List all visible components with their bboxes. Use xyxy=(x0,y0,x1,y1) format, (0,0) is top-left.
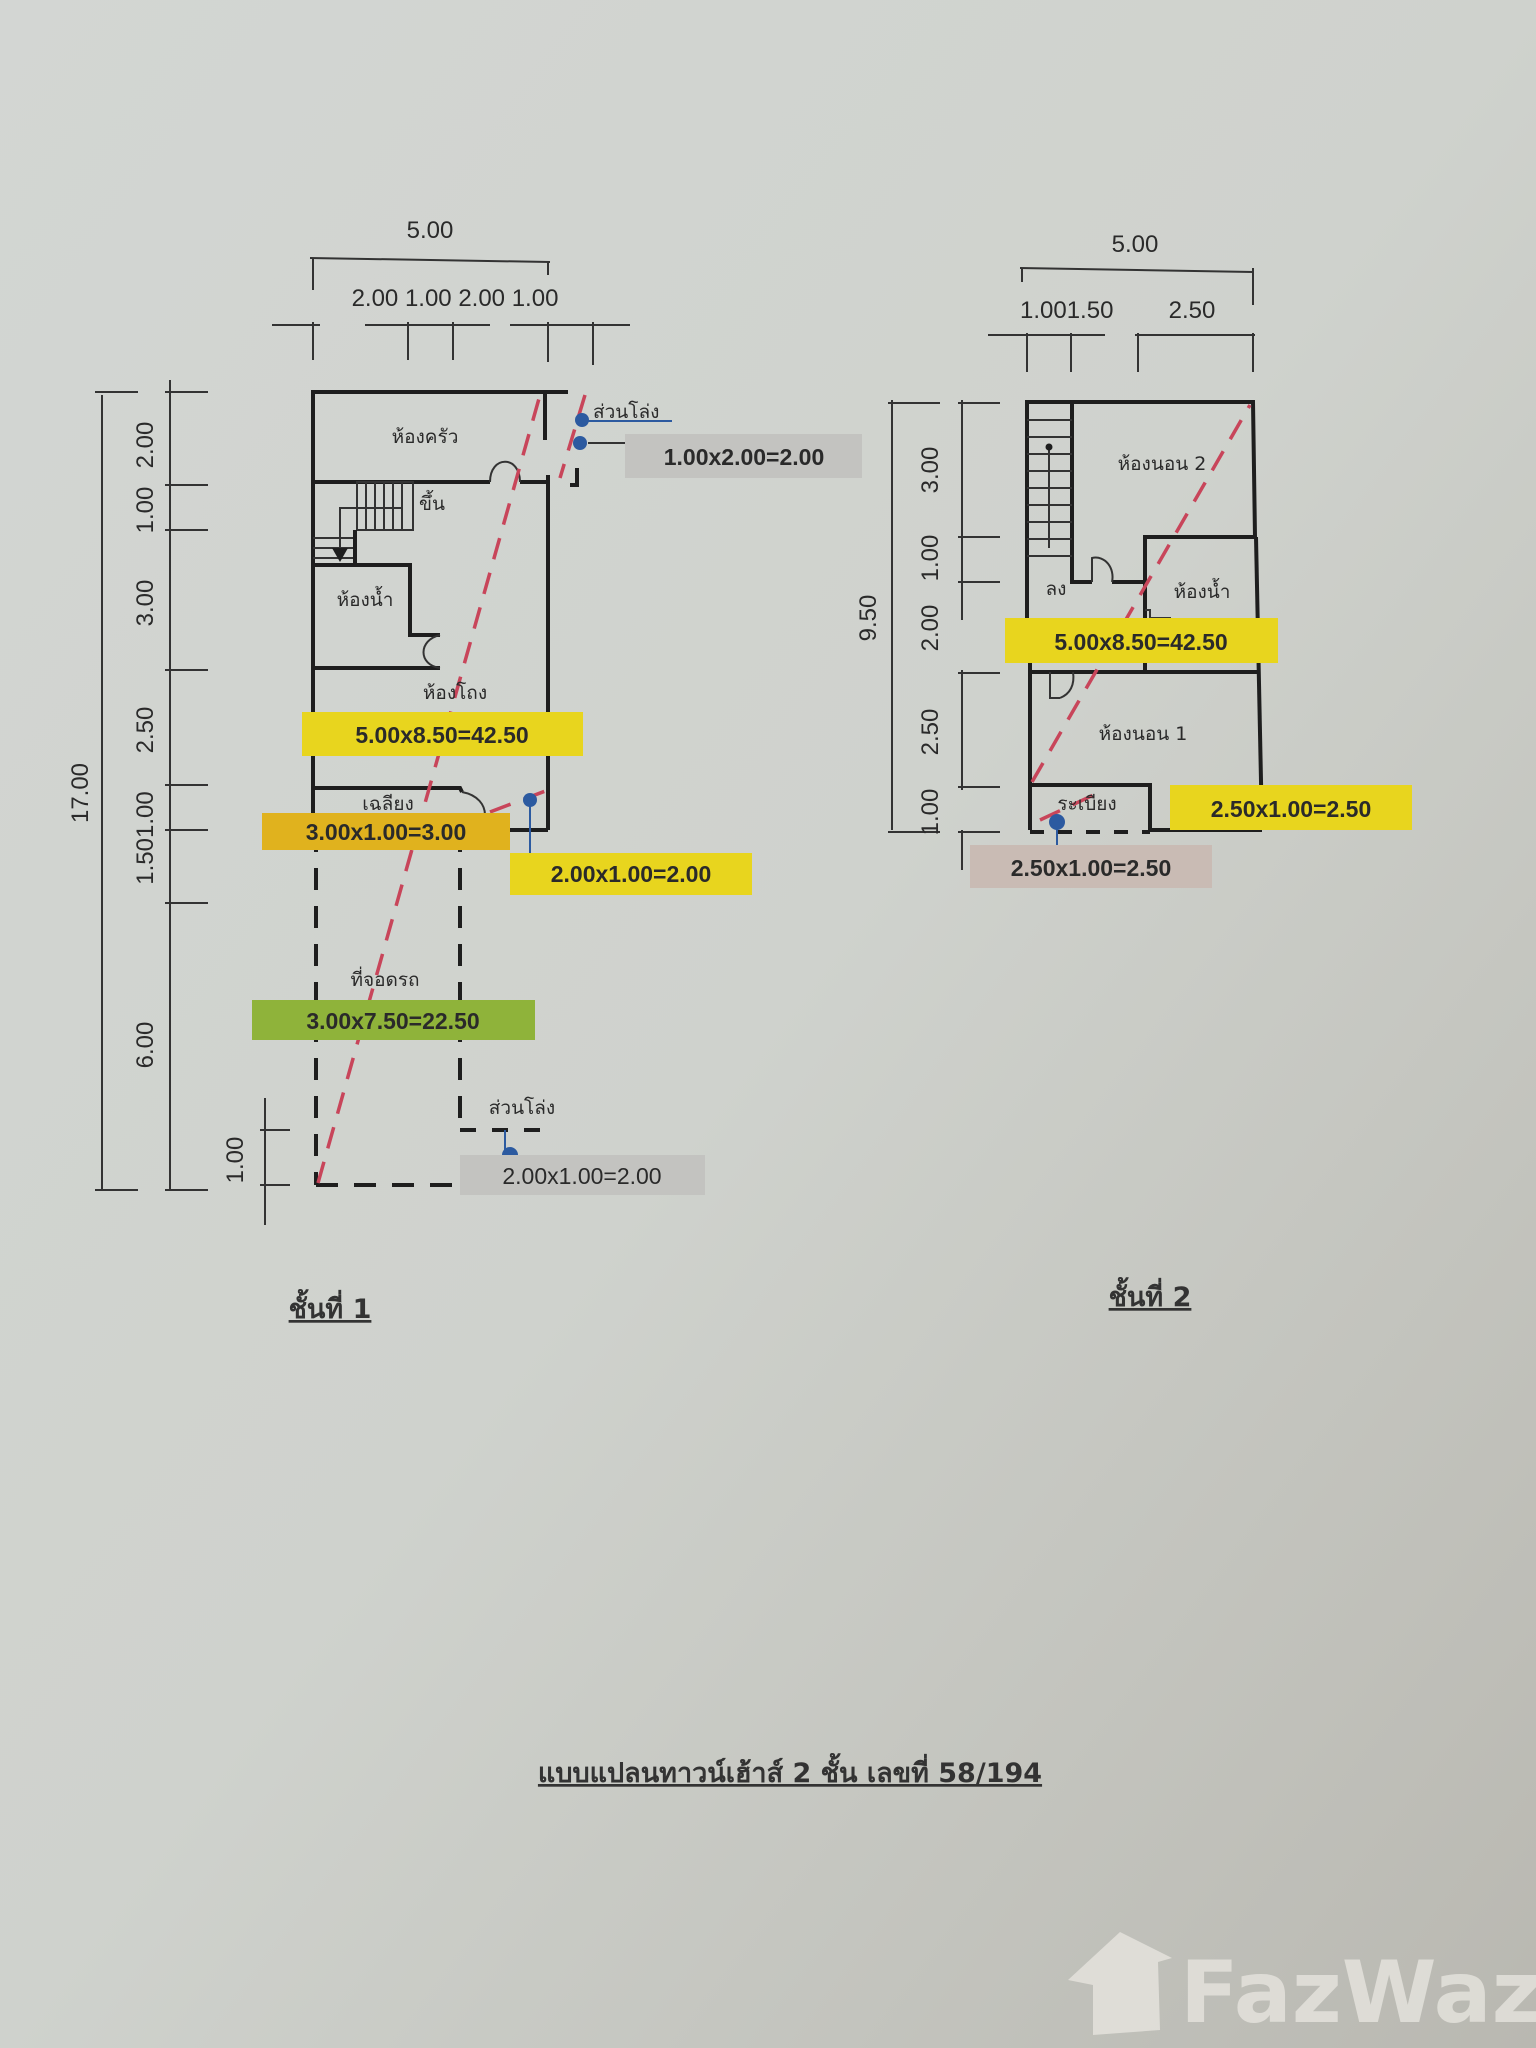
floor1-plan: 5.00 2.00 1.00 2.00 1.00 17.00 xyxy=(67,217,862,1325)
fazwaz-watermark: FazWaz xyxy=(1068,1932,1536,2043)
floor1-marker-open-top xyxy=(575,413,589,427)
floor1-open-space-bottom: ส่วนโล่ง xyxy=(489,1096,555,1119)
floor1-stairs-up-label: ขึ้น xyxy=(419,490,445,515)
floor2-stairs xyxy=(1027,419,1072,557)
floor1-left-dimensions: 17.00 2.00 1.00 3.00 2.50 1.501.00 6.00 … xyxy=(67,380,290,1225)
svg-text:2.00x1.00=2.00: 2.00x1.00=2.00 xyxy=(551,861,712,887)
svg-text:3.00x1.00=3.00: 3.00x1.00=3.00 xyxy=(306,819,467,845)
floor1-area-side: 2.00x1.00=2.00 xyxy=(510,853,752,895)
floor1-top-dimensions: 5.00 2.00 1.00 2.00 1.00 xyxy=(272,217,630,365)
floor2-plan: 5.00 1.001.50 2.50 9.50 xyxy=(855,231,1412,1313)
floor1-area-porch: 3.00x1.00=3.00 xyxy=(262,813,510,850)
floor1-dim-total-width: 5.00 xyxy=(407,217,454,244)
floor2-dim-seg-5: 1.00 xyxy=(917,789,944,836)
floor1-area-open-top: 1.00x2.00=2.00 xyxy=(625,434,862,478)
floor1-area-parking: 3.00x7.50=22.50 xyxy=(252,1000,535,1040)
floor1-side-diagonal-dash xyxy=(558,394,587,479)
floor1-area-open-bottom: 2.00x1.00=2.00 xyxy=(460,1155,705,1195)
floor2-room-bedroom1: ห้องนอน 1 xyxy=(1099,723,1188,745)
floor1-room-bathroom: ห้องน้ำ xyxy=(337,586,394,611)
floor2-dim-seg-2: 1.00 xyxy=(917,535,944,582)
floor1-room-parking: ที่จอดรถ xyxy=(350,966,419,991)
floor1-title: ชั้นที่ 1 xyxy=(289,1288,372,1325)
floor2-area-main: 5.00x8.50=42.50 xyxy=(1005,618,1278,663)
floor1-diagonal-dash xyxy=(316,394,542,1184)
floor2-dim-total-length: 9.50 xyxy=(855,595,882,642)
floor1-dim-seg-6: 6.00 xyxy=(132,1022,159,1069)
svg-text:1.00x2.00=2.00: 1.00x2.00=2.00 xyxy=(664,444,825,470)
floor2-walls xyxy=(1025,400,1264,834)
floor1-walls xyxy=(311,390,579,832)
floor1-dim-seg-1: 2.00 xyxy=(132,422,159,469)
floor2-dim-seg-1: 3.00 xyxy=(917,447,944,494)
floor2-dim-seg-b: 2.50 xyxy=(1169,297,1216,324)
floor2-diagonal-dash xyxy=(1030,404,1252,783)
floor2-room-balcony: ระเบียง xyxy=(1057,793,1116,815)
floor2-title: ชั้นที่ 2 xyxy=(1109,1276,1192,1313)
svg-text:2.00x1.00=2.00: 2.00x1.00=2.00 xyxy=(502,1163,661,1189)
floor1-room-porch: เฉลียง xyxy=(362,793,414,815)
watermark-text: FazWaz xyxy=(1180,1943,1536,2043)
document-title: แบบแปลนทาวน์เฮ้าส์ 2 ชั้น เลขที่ 58/194 xyxy=(538,1752,1042,1789)
floor2-dim-seg-a: 1.001.50 xyxy=(1020,297,1113,324)
floor2-area-balcony-right: 2.50x1.00=2.50 xyxy=(1170,785,1412,830)
svg-text:5.00x8.50=42.50: 5.00x8.50=42.50 xyxy=(1054,629,1227,655)
floor1-dim-seg-5: 1.501.00 xyxy=(132,791,159,884)
floor1-room-hall: ห้องโถง xyxy=(423,681,487,704)
floor2-area-balcony-bottom: 2.50x1.00=2.50 xyxy=(970,845,1212,888)
floor1-area-main: 5.00x8.50=42.50 xyxy=(302,712,583,756)
floor2-balcony-diagonal-dash xyxy=(1039,790,1101,822)
floor1-parking-outline xyxy=(314,830,555,1187)
floor1-room-kitchen: ห้องครัว xyxy=(392,426,459,448)
floor1-dim-segments: 2.00 1.00 2.00 1.00 xyxy=(352,285,559,312)
floor1-dim-seg-2: 1.00 xyxy=(132,487,159,534)
svg-text:2.50x1.00=2.50: 2.50x1.00=2.50 xyxy=(1011,855,1172,881)
svg-text:5.00x8.50=42.50: 5.00x8.50=42.50 xyxy=(355,722,528,748)
svg-text:3.00x7.50=22.50: 3.00x7.50=22.50 xyxy=(306,1008,479,1034)
floor2-dim-seg-4: 2.50 xyxy=(917,709,944,756)
floor2-left-dimensions: 9.50 3.00 1.00 2.00 2.50 1.00 xyxy=(855,400,1000,870)
svg-text:2.50x1.00=2.50: 2.50x1.00=2.50 xyxy=(1211,796,1372,822)
floor2-room-bedroom2: ห้องนอน 2 xyxy=(1118,453,1207,475)
floor1-porch-diagonal-dash xyxy=(489,788,549,814)
floor2-top-dimensions: 5.00 1.001.50 2.50 xyxy=(988,231,1255,372)
house-logo-icon xyxy=(1068,1932,1172,2035)
floor2-dim-total-width: 5.00 xyxy=(1112,231,1159,258)
floor1-dim-seg-3: 3.00 xyxy=(132,580,159,627)
floor2-dim-seg-3: 2.00 xyxy=(917,605,944,652)
floor1-stairs xyxy=(313,481,414,565)
floor2-stairs-down-label: ลง xyxy=(1046,578,1067,600)
floor1-open-space-top: ส่วนโล่ง xyxy=(593,400,659,423)
floor2-room-bathroom: ห้องน้ำ xyxy=(1174,578,1231,603)
floor1-dim-seg-4: 2.50 xyxy=(132,707,159,754)
floor1-dim-total-length: 17.00 xyxy=(67,763,94,823)
floor1-dim-seg-7: 1.00 xyxy=(222,1137,249,1184)
floor1-marker-open-top-2 xyxy=(573,436,587,450)
